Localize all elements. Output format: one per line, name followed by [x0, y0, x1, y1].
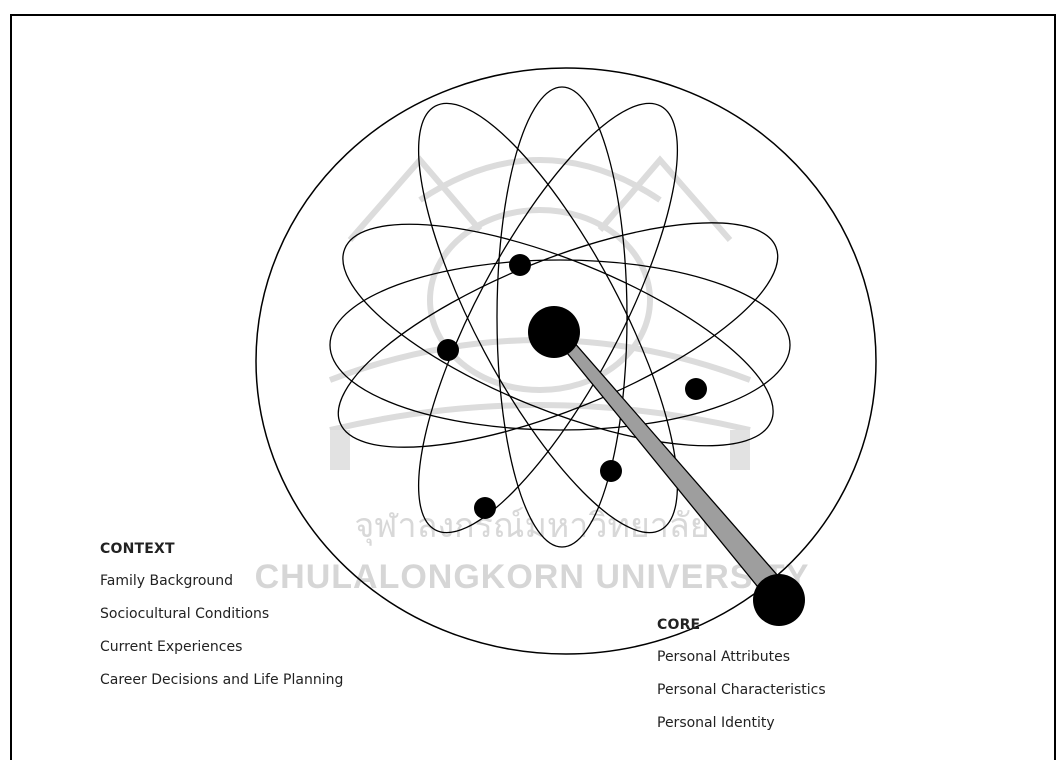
- orbit-diagonal-4: [417, 102, 679, 534]
- watermark-english-text: CHULALONGKORN UNIVERSITY: [254, 558, 810, 596]
- core-item: Personal Identity: [657, 715, 775, 731]
- context-heading: CONTEXT: [100, 541, 175, 557]
- nucleus: [528, 306, 580, 358]
- context-item: Current Experiences: [100, 639, 243, 655]
- context-circle: [255, 67, 877, 655]
- core-circle: [753, 574, 805, 626]
- orbit-horizontal: [329, 259, 791, 431]
- core-item: Personal Characteristics: [657, 682, 826, 698]
- orbit-diagonal-2: [342, 223, 774, 447]
- electron-4: [600, 460, 622, 482]
- context-item: Sociocultural Conditions: [100, 606, 270, 622]
- core-heading: CORE: [657, 617, 701, 633]
- electron-2: [437, 339, 459, 361]
- electron-1: [509, 254, 531, 276]
- context-item: Family Background: [100, 573, 234, 589]
- orbit-diagonal-3: [417, 102, 679, 534]
- orbit-vertical: [496, 86, 628, 548]
- context-item: Career Decisions and Life Planning: [100, 672, 344, 688]
- electron-5: [474, 497, 496, 519]
- context-label-block: CONTEXT Family Background Sociocultural …: [100, 540, 343, 704]
- watermark-thai-text: จุฬาลงกรณ์มหาวิทยาลัย: [354, 506, 710, 546]
- diagram-frame: [10, 14, 1056, 760]
- core-label-block: CORE Personal Attributes Personal Charac…: [657, 616, 826, 747]
- electron-3: [685, 378, 707, 400]
- core-pointer: [548, 331, 794, 593]
- core-item: Personal Attributes: [657, 649, 791, 665]
